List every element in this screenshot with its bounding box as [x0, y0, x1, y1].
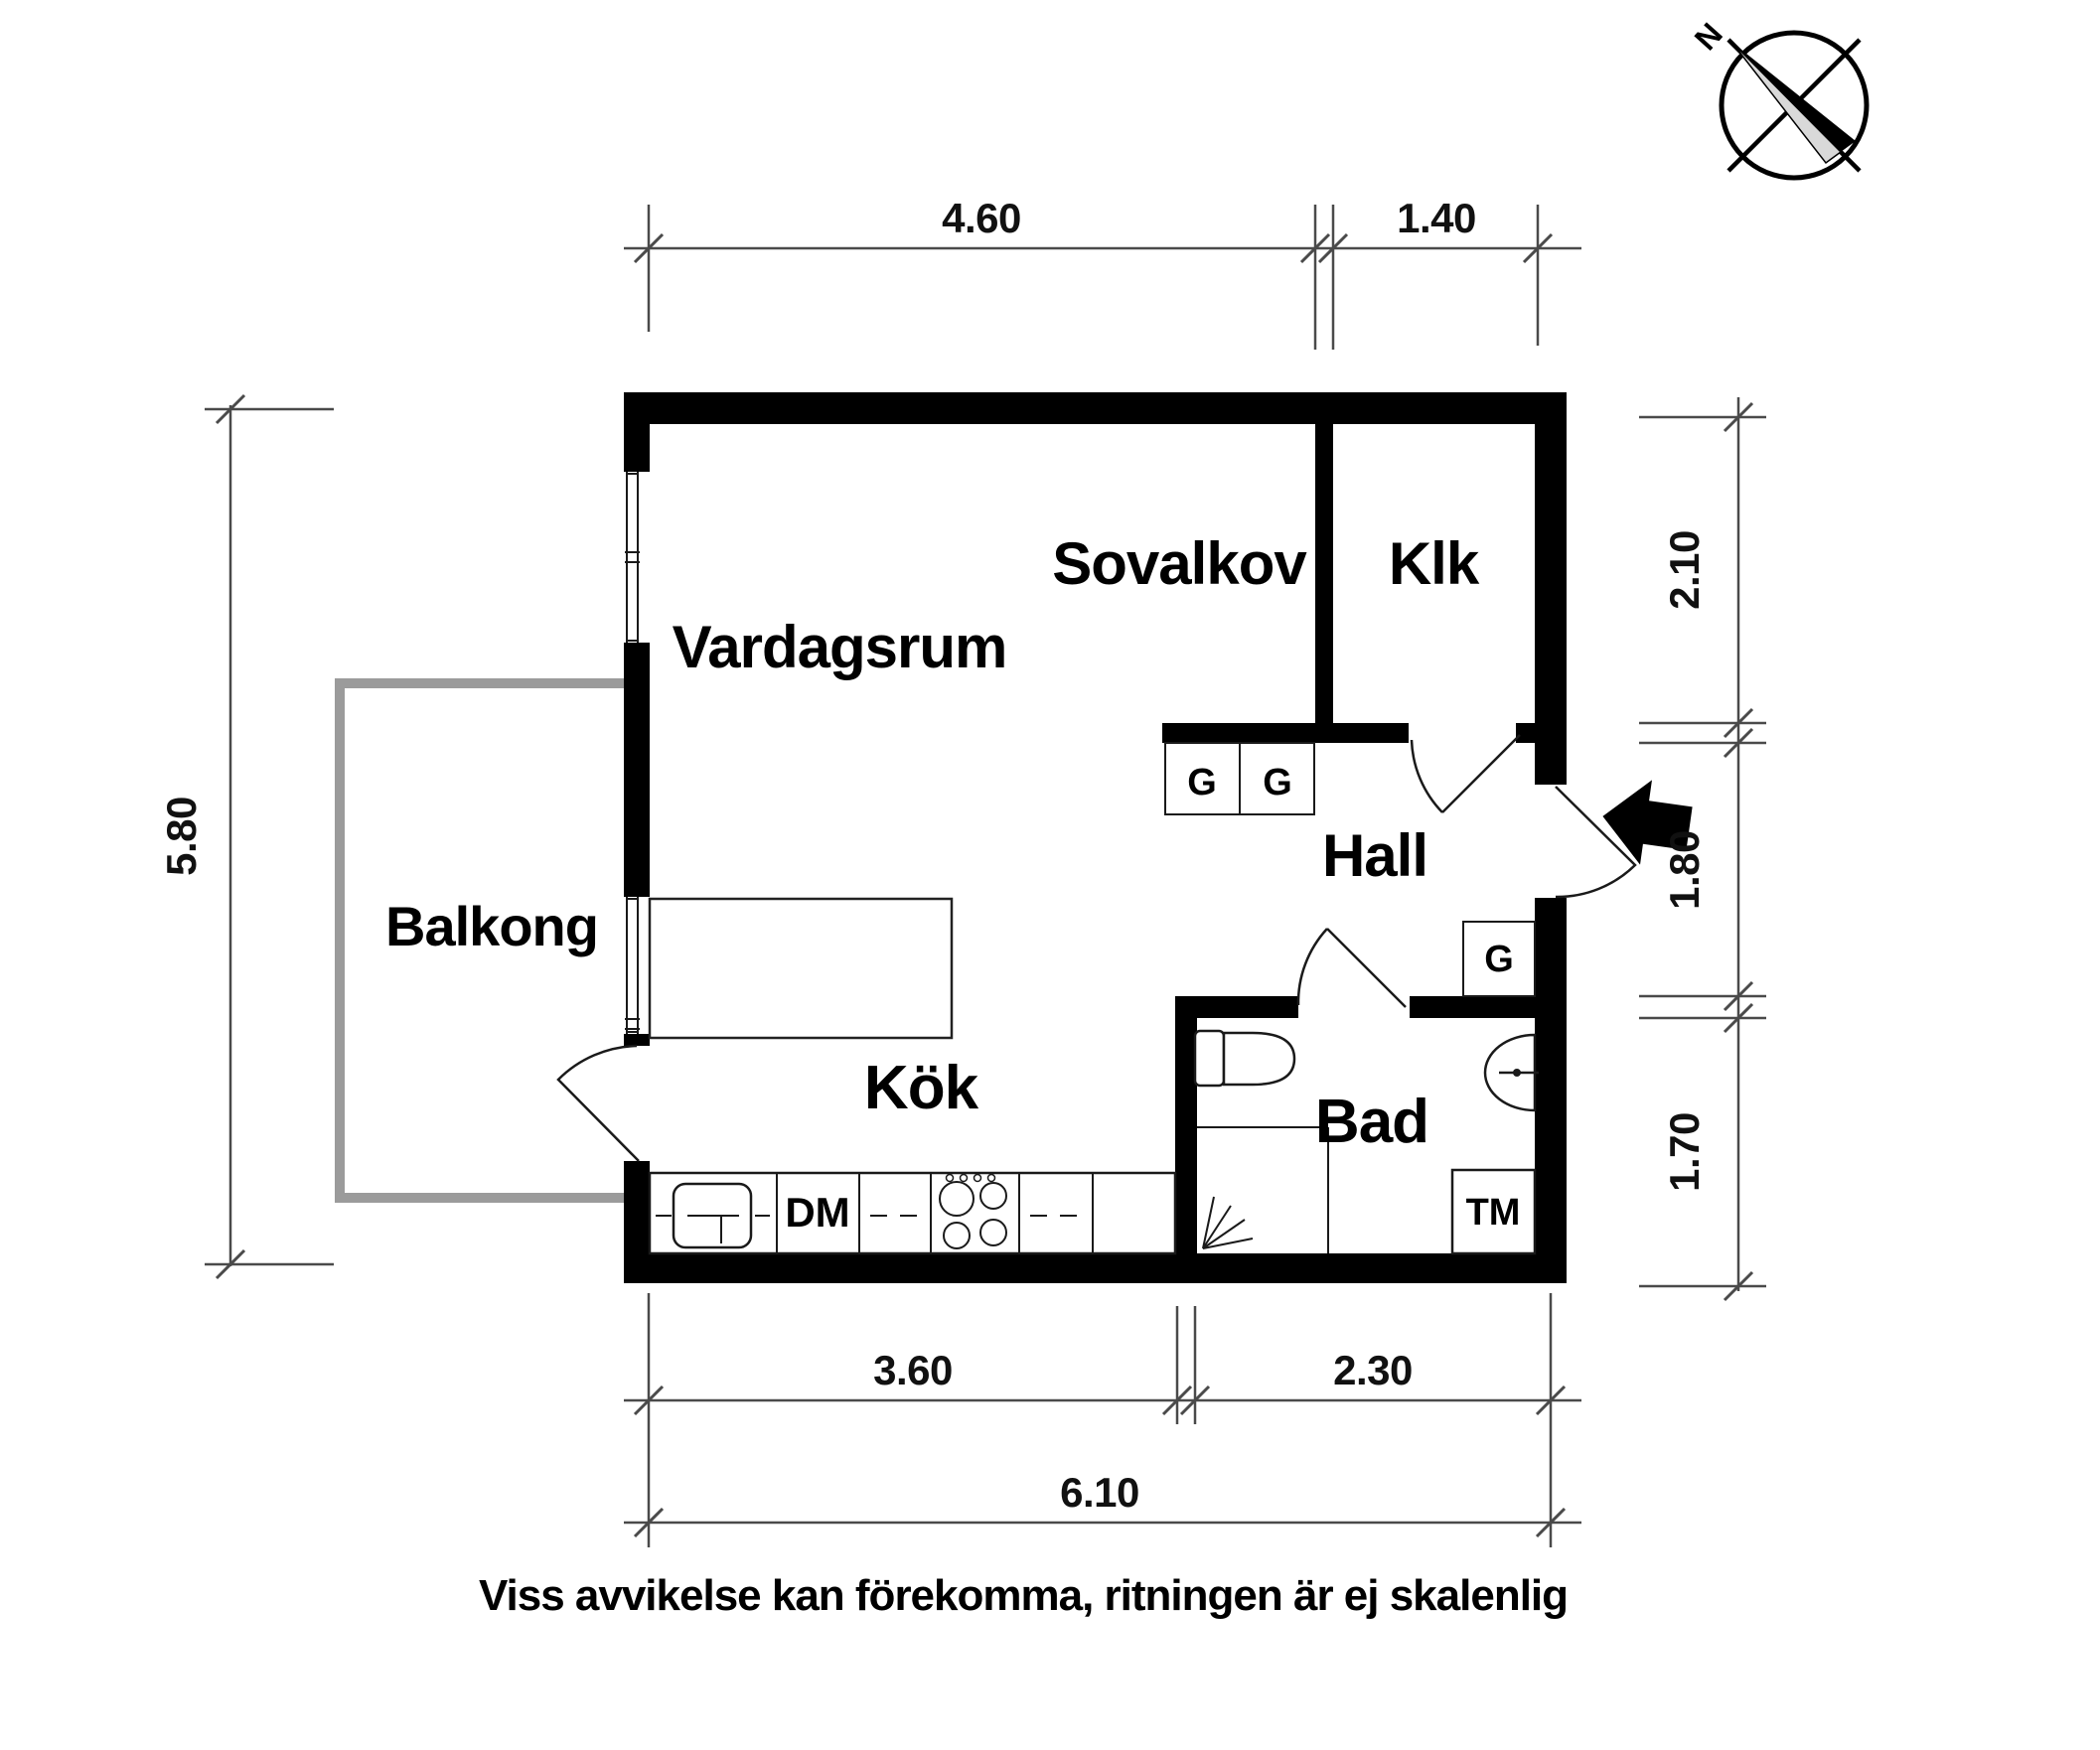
balcony-outline — [335, 678, 626, 1203]
compass-north-label: N — [1688, 16, 1729, 57]
wall-hall-closet — [1162, 723, 1409, 743]
dimension-chain-left — [205, 393, 334, 1280]
wall-bath-top-left — [1175, 996, 1298, 1018]
wall-left-upper — [624, 392, 650, 472]
room-label-bad: Bad — [1315, 1088, 1428, 1156]
bathroom-door-icon — [1296, 928, 1407, 1008]
room-label-vardagsrum: Vardagsrum — [673, 614, 1007, 680]
dim-top-left: 4.60 — [942, 195, 1021, 241]
wardrobe-label-2: G — [1263, 762, 1292, 803]
disclaimer-caption: Viss avvikelse kan förekomma, ritningen … — [479, 1571, 1568, 1620]
wall-top — [624, 392, 1567, 424]
room-label-sovalkov: Sovalkov — [1052, 530, 1307, 597]
dishwasher-label: DM — [785, 1189, 849, 1236]
dim-right-1: 2.10 — [1661, 530, 1708, 610]
shower-spray-icon — [1202, 1196, 1254, 1249]
north-compass-icon: N — [1688, 16, 1870, 181]
dim-bottom-left: 3.60 — [873, 1347, 953, 1393]
room-label-balkong: Balkong — [385, 895, 598, 957]
room-label-hall: Hall — [1322, 822, 1427, 889]
klk-door-icon — [1410, 734, 1521, 813]
dim-bottom-total: 6.10 — [1060, 1469, 1139, 1516]
dim-left-total: 5.80 — [158, 797, 205, 876]
kitchen-sink-icon — [656, 1182, 770, 1249]
walls — [624, 392, 1567, 1283]
dim-top-right: 1.40 — [1397, 195, 1476, 241]
entrance-arrow-icon — [1602, 780, 1693, 865]
wall-right-upper — [1535, 392, 1567, 785]
wall-left-middle — [624, 643, 650, 897]
toilet-icon — [1193, 1029, 1296, 1088]
balcony-door-icon — [556, 1044, 652, 1162]
balcony-railing — [335, 678, 626, 1203]
wardrobes: G G G — [1164, 742, 1536, 997]
wardrobe-box-2 — [1239, 742, 1315, 815]
dimension-chain-bottom — [624, 1293, 1581, 1547]
windows — [622, 472, 652, 1034]
wall-bottom — [624, 1253, 1567, 1283]
dim-right-3: 1.70 — [1661, 1112, 1708, 1192]
wardrobe-box-3 — [1462, 921, 1536, 997]
wall-hall-stub — [1516, 723, 1535, 743]
wall-right-lower — [1535, 898, 1567, 1283]
window-kitchen-icon — [622, 897, 652, 1034]
bathroom-fixtures: TM — [1193, 1029, 1539, 1255]
shower-corner — [1197, 1126, 1329, 1253]
doors — [556, 734, 1637, 1162]
wardrobe-label-3: G — [1484, 939, 1514, 980]
window-living-room-icon — [622, 472, 652, 643]
washing-machine: TM — [1450, 1168, 1537, 1255]
bed-furniture — [648, 897, 954, 1040]
wardrobe-label-1: G — [1187, 762, 1217, 803]
room-labels: Vardagsrum Sovalkov Klk Hall Kök Bad Bal… — [385, 530, 1481, 1156]
dim-right-2: 1.80 — [1661, 830, 1708, 910]
compass-needle-light — [1730, 41, 1843, 165]
washing-machine-label: TM — [1466, 1192, 1521, 1234]
wall-left-sill — [624, 1034, 650, 1046]
wall-bath-top-right — [1410, 996, 1535, 1018]
bathroom-sink-icon — [1483, 1033, 1539, 1112]
entrance-door-icon — [1533, 785, 1637, 899]
wall-bath-left — [1175, 996, 1197, 1253]
dim-bottom-right: 2.30 — [1333, 1347, 1413, 1393]
dimension-chain-right — [1639, 397, 1766, 1302]
dimension-chain-top — [624, 205, 1581, 350]
room-label-kok: Kök — [864, 1054, 979, 1122]
wall-partition-klk — [1315, 424, 1333, 723]
kitchen-counter: DM — [648, 1171, 1177, 1255]
stove-icon — [939, 1173, 1007, 1249]
room-label-klk: Klk — [1389, 530, 1480, 597]
compass-needle-dark — [1731, 42, 1856, 152]
